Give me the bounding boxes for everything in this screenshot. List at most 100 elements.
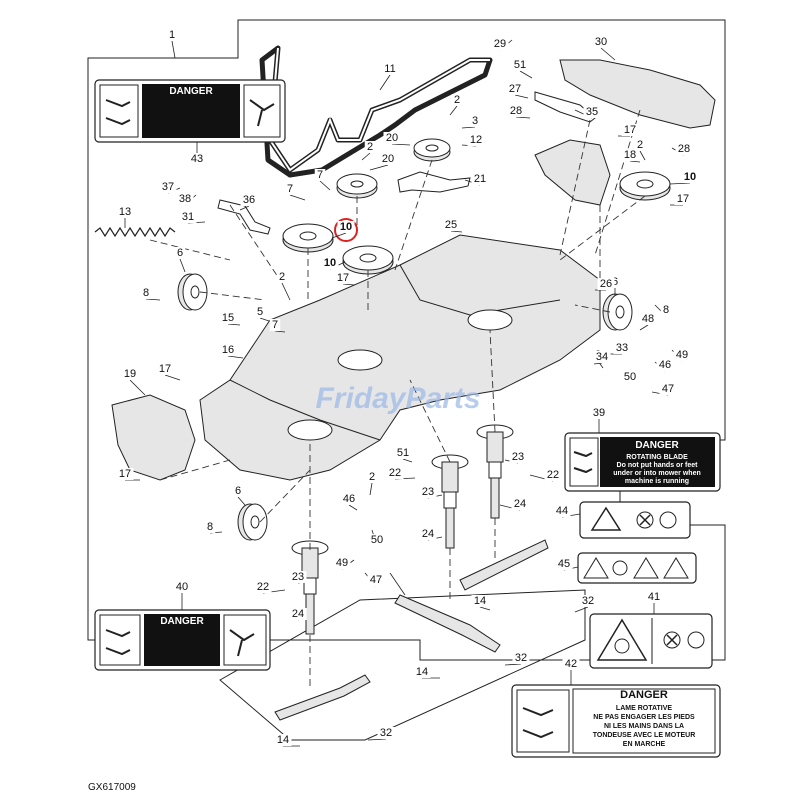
callout-50[interactable]: 50: [371, 534, 383, 546]
callout-45[interactable]: 45: [558, 558, 570, 570]
callout-46[interactable]: 46: [343, 493, 355, 505]
callout-32[interactable]: 32: [515, 652, 527, 664]
callout-2[interactable]: 2: [279, 271, 285, 283]
callout-21[interactable]: 21: [474, 173, 486, 185]
callout-40[interactable]: 40: [176, 581, 188, 593]
callout-49[interactable]: 49: [676, 349, 688, 361]
callout-23[interactable]: 23: [422, 486, 434, 498]
callout-47[interactable]: 47: [370, 574, 382, 586]
callout-28[interactable]: 28: [510, 105, 522, 117]
callout-6[interactable]: 6: [612, 276, 618, 288]
callout-2[interactable]: 2: [637, 139, 643, 151]
callout-24[interactable]: 24: [422, 528, 434, 540]
callout-26[interactable]: 26: [600, 278, 612, 290]
callout-37[interactable]: 37: [162, 181, 174, 193]
callout-38[interactable]: 38: [179, 193, 191, 205]
callout-3[interactable]: 3: [472, 115, 478, 127]
callout-bg-36-62: [240, 194, 258, 206]
callout-48[interactable]: 48: [642, 313, 654, 325]
callout-10[interactable]: 10: [340, 221, 352, 233]
callout-bg-8-16: [660, 304, 672, 316]
spindle-left: [291, 540, 329, 635]
idler-bracket: [397, 171, 471, 193]
callout-10[interactable]: 10: [324, 257, 336, 269]
callout-leader-28-51: [515, 116, 531, 119]
callout-bg-24-45: [289, 608, 307, 620]
callout-2[interactable]: 2: [454, 94, 460, 106]
belt-shield-left: [111, 394, 196, 481]
callout-41[interactable]: 41: [648, 591, 660, 603]
callout-32[interactable]: 32: [380, 727, 392, 739]
callout-27[interactable]: 27: [509, 83, 521, 95]
callout-20[interactable]: 20: [382, 153, 394, 165]
callout-49[interactable]: 49: [336, 557, 348, 569]
callout-bg-21-38: [471, 173, 489, 185]
callout-bg-48-76: [639, 313, 657, 325]
callout-51[interactable]: 51: [514, 59, 526, 71]
callout-31[interactable]: 31: [182, 211, 194, 223]
callout-29[interactable]: 29: [494, 38, 506, 50]
callout-15[interactable]: 15: [222, 312, 234, 324]
callout-12[interactable]: 12: [470, 134, 482, 146]
callout-7[interactable]: 7: [272, 319, 278, 331]
callout-47[interactable]: 47: [662, 383, 674, 395]
callout-7[interactable]: 7: [287, 183, 293, 195]
callout-28[interactable]: 28: [678, 143, 690, 155]
callout-bg-24-46: [419, 528, 437, 540]
callout-25[interactable]: 25: [445, 219, 457, 231]
callout-19[interactable]: 19: [124, 368, 136, 380]
callout-6[interactable]: 6: [177, 247, 183, 259]
callout-7[interactable]: 7: [317, 169, 323, 181]
callout-17[interactable]: 17: [119, 468, 131, 480]
callout-17[interactable]: 17: [337, 272, 349, 284]
decal-42-line-1: LAME ROTATIVE: [616, 705, 672, 712]
callout-leader-2-1: [449, 105, 458, 116]
callout-42[interactable]: 42: [565, 658, 577, 670]
callout-2[interactable]: 2: [369, 471, 375, 483]
gauge-wheel-left-lower: [237, 503, 268, 541]
callout-bg-2-1: [451, 94, 463, 106]
callout-6[interactable]: 6: [235, 485, 241, 497]
callout-44[interactable]: 44: [556, 505, 568, 517]
callout-2[interactable]: 2: [367, 141, 373, 153]
callout-14[interactable]: 14: [416, 666, 428, 678]
callout-17[interactable]: 17: [677, 193, 689, 205]
callout-8[interactable]: 8: [663, 304, 669, 316]
callout-5[interactable]: 5: [257, 306, 263, 318]
callout-50[interactable]: 50: [624, 371, 636, 383]
callout-bg-6-10: [609, 276, 621, 288]
callout-8[interactable]: 8: [207, 521, 213, 533]
callout-22[interactable]: 22: [547, 469, 559, 481]
decal-45: [577, 552, 697, 584]
callout-18[interactable]: 18: [624, 149, 636, 161]
callout-23[interactable]: 23: [292, 571, 304, 583]
callout-24[interactable]: 24: [514, 498, 526, 510]
callout-leader-20-37: [369, 164, 389, 171]
callout-30[interactable]: 30: [595, 36, 607, 48]
callout-46[interactable]: 46: [659, 359, 671, 371]
callout-14[interactable]: 14: [277, 734, 289, 746]
callout-23[interactable]: 23: [512, 451, 524, 463]
callout-14[interactable]: 14: [474, 595, 486, 607]
callout-39[interactable]: 39: [593, 407, 605, 419]
callout-17[interactable]: 17: [159, 363, 171, 375]
callout-36[interactable]: 36: [243, 194, 255, 206]
callout-bg-29-53: [491, 38, 509, 50]
callout-33[interactable]: 33: [616, 342, 628, 354]
callout-22[interactable]: 22: [389, 467, 401, 479]
callout-10[interactable]: 10: [684, 171, 696, 183]
callout-24[interactable]: 24: [292, 608, 304, 620]
callout-16[interactable]: 16: [222, 344, 234, 356]
callout-43[interactable]: 43: [191, 153, 203, 165]
callout-22[interactable]: 22: [257, 581, 269, 593]
callout-34[interactable]: 34: [596, 351, 608, 363]
callout-20[interactable]: 20: [386, 132, 398, 144]
callout-8[interactable]: 8: [143, 287, 149, 299]
callout-17[interactable]: 17: [624, 124, 636, 136]
callout-1[interactable]: 1: [169, 29, 175, 41]
callout-11[interactable]: 11: [384, 63, 395, 75]
callout-51[interactable]: 51: [397, 447, 409, 459]
callout-35[interactable]: 35: [586, 106, 598, 118]
callout-32[interactable]: 32: [582, 595, 594, 607]
callout-13[interactable]: 13: [119, 206, 131, 218]
